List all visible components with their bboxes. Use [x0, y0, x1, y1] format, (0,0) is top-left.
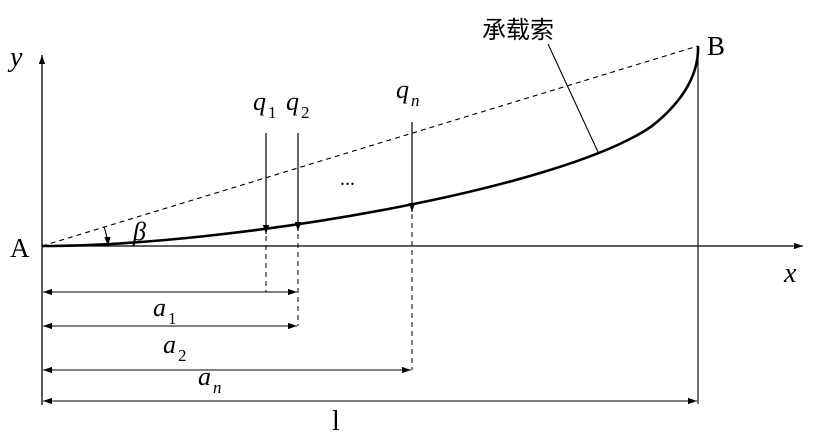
span-label: l	[332, 406, 340, 437]
cable-label: 承载索	[482, 16, 554, 44]
angle-label: β	[132, 217, 146, 246]
point-a-label: A	[10, 233, 30, 263]
cable-curve	[41, 45, 700, 248]
ellipsis-label: ...	[340, 168, 355, 190]
y-axis-label: y	[7, 42, 23, 73]
angle-arc	[103, 226, 111, 247]
x-axis-label: x	[783, 258, 797, 289]
cable-leader	[547, 43, 599, 153]
point-b-label: B	[707, 31, 725, 61]
chord-line	[41, 45, 699, 247]
